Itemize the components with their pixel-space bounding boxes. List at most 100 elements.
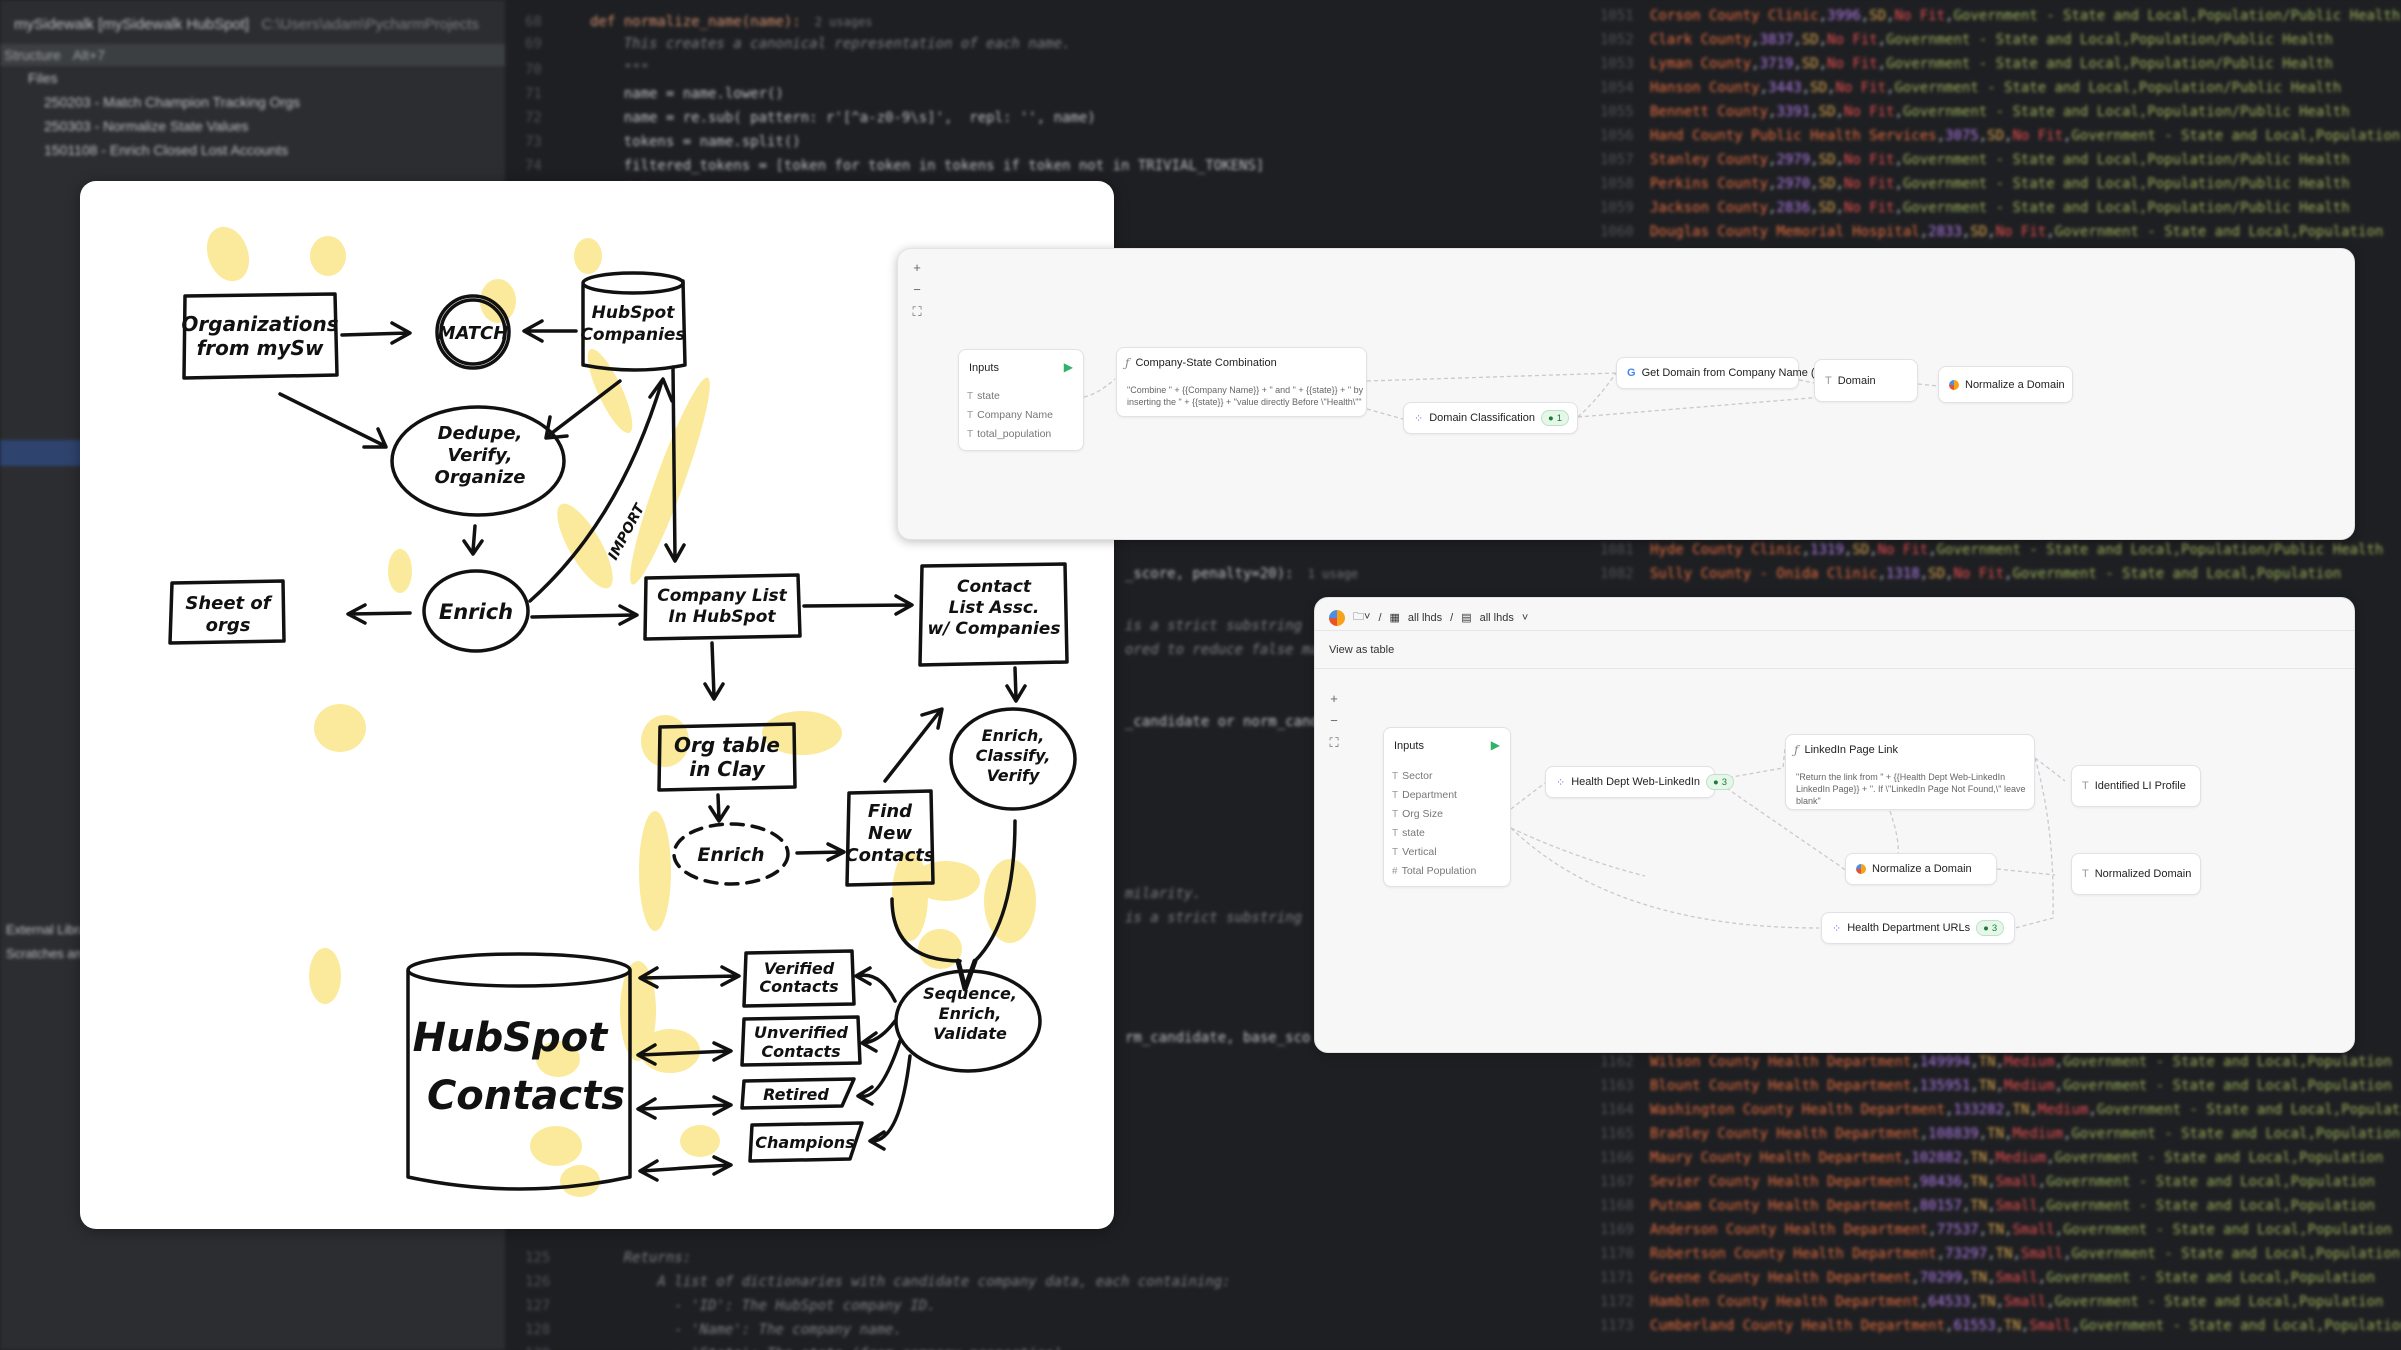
- verified-double-arrow: [638, 965, 741, 989]
- unverified-contacts-box: [740, 1015, 862, 1067]
- csv-cell-pop: 3391: [1776, 104, 1811, 120]
- project-tree-item[interactable]: 250303 - Normalize State Values: [44, 118, 249, 134]
- csv-cell-name: Sully County - Onida Clinic: [1650, 566, 1878, 582]
- csv-comma: ,: [2004, 128, 2013, 144]
- csv-cell-rest: Government - State and Local,Population: [2063, 1222, 2392, 1238]
- csv-cell-pop: 1319: [1810, 542, 1844, 558]
- zoom-in-icon[interactable]: +: [913, 260, 921, 275]
- text-type-icon: T: [1392, 790, 1399, 801]
- dedupe-to-enrich-arrow: [462, 524, 484, 556]
- companies-to-match-arrow: [522, 319, 578, 343]
- csv-cell-size: Medium: [2012, 1126, 2064, 1142]
- code-line: - 'Name': The company name.: [590, 1322, 902, 1338]
- badge-count: 1: [1556, 412, 1563, 424]
- csv-cell-name: Bennett County: [1650, 104, 1769, 120]
- retired-box: [740, 1077, 856, 1110]
- csv-cell-name: Clark County: [1650, 32, 1752, 48]
- csv-cell-size: No Fit: [2012, 128, 2064, 144]
- csv-cell-st: TN: [1978, 1054, 1996, 1070]
- fit-view-icon[interactable]: ⛶: [912, 304, 922, 319]
- enrich-to-sheet-arrow: [346, 603, 412, 625]
- converging-lines: [890, 819, 1017, 963]
- csv-comma: ,: [1928, 542, 1937, 558]
- code-text: - 'Name': The company name.: [590, 1322, 902, 1338]
- csv-comma: ,: [1995, 1054, 2005, 1070]
- window-path: C:\Users\adam\PycharmProjects: [261, 16, 479, 33]
- toolbar-divider: [1315, 668, 2354, 669]
- csv-cell-pop: 98436: [1919, 1174, 1962, 1190]
- csv-comma: ,: [1961, 1174, 1971, 1190]
- code-line: A list of dictionaries with candidate co…: [590, 1274, 1230, 1290]
- health-department-urls-node[interactable]: ⁘Health Department URLs● 3: [1821, 912, 2015, 944]
- project-tree-item[interactable]: Files: [28, 70, 58, 86]
- csv-comma: ,: [1835, 152, 1844, 168]
- project-tree-item[interactable]: 1501108 - Enrich Closed Lost Accounts: [44, 142, 289, 158]
- csv-cell-st: TN: [1978, 1078, 1996, 1094]
- csv-comma: ,: [1818, 8, 1828, 24]
- csv-comma: ,: [2037, 1198, 2047, 1214]
- text-type-icon: T: [1392, 771, 1399, 782]
- csv-cell-name: Robertson County Health Department: [1650, 1246, 1937, 1262]
- csv-comma: ,: [1801, 542, 1811, 558]
- line-number: 69: [525, 36, 542, 52]
- csv-comma: ,: [1919, 1126, 1929, 1142]
- normalize-domain-node[interactable]: Normalize a Domain: [1938, 366, 2073, 403]
- folder-icon[interactable]: 🗀˅: [1353, 611, 1371, 623]
- clay-logo-icon[interactable]: [1329, 609, 1345, 626]
- usage-hint[interactable]: 1 usage: [1307, 567, 1359, 581]
- breadcrumb-table[interactable]: all lhds: [1479, 611, 1514, 624]
- csv-cell-pop: 61553: [1953, 1318, 1996, 1334]
- chevron-down-icon[interactable]: ˅: [1521, 611, 1529, 624]
- zoom-out-icon[interactable]: −: [1330, 713, 1338, 728]
- csv-cell-pop: 102882: [1911, 1150, 1962, 1166]
- normalize-domain-node[interactable]: Normalize a Domain: [1845, 853, 1997, 885]
- csv-cell-rest: Government - State and Local,Population/…: [1902, 200, 2350, 216]
- google-icon: G: [1627, 367, 1636, 379]
- project-tree-item[interactable]: 250203 - Match Champion Tracking Orgs: [44, 94, 301, 110]
- zoom-out-icon[interactable]: −: [913, 282, 921, 297]
- fit-view-icon[interactable]: ⛶: [1329, 735, 1339, 750]
- find-new-contacts-box: [845, 789, 935, 887]
- code-text: - 'State': The state (from company prope…: [590, 1346, 1070, 1350]
- csv-cell-name: Anderson County Health Department: [1650, 1222, 1929, 1238]
- csv-cell-pop: 3996: [1827, 8, 1861, 24]
- line-number: 1053: [1600, 56, 1634, 72]
- csv-comma: ,: [1911, 1270, 1920, 1286]
- csv-comma: ,: [1936, 1246, 1946, 1262]
- code-text: filtered_tokens = [token for token in to…: [590, 158, 1265, 174]
- zoom-in-icon[interactable]: +: [1330, 691, 1338, 706]
- play-icon[interactable]: ▶: [1490, 738, 1500, 752]
- play-icon[interactable]: ▶: [1063, 360, 1073, 374]
- formula-text: "Return the link from " + {{Health Dept …: [1796, 771, 2026, 807]
- structure-tool-bar[interactable]: Structure Alt+7: [0, 44, 505, 66]
- usage-hint[interactable]: 2 usages: [814, 15, 873, 29]
- csv-comma: ,: [1751, 56, 1760, 72]
- csv-comma: ,: [1945, 1318, 1954, 1334]
- code-text: name = re.sub( pattern: r'[^a-z0-9\s]', …: [590, 110, 1096, 126]
- csv-comma: ,: [2029, 1102, 2038, 1118]
- csv-comma: ,: [1961, 224, 1971, 240]
- dedupe-ellipse: [390, 405, 566, 517]
- view-as-table-button[interactable]: View as table: [1329, 644, 1395, 656]
- breadcrumb-workbook[interactable]: all lhds: [1407, 611, 1443, 624]
- domain-classification-node[interactable]: ⁘Domain Classification● 1: [1403, 402, 1578, 434]
- health-dept-linkedin-node[interactable]: ⁘Health Dept Web-LinkedIn● 3: [1545, 766, 1735, 798]
- csv-comma: ,: [1894, 104, 1903, 120]
